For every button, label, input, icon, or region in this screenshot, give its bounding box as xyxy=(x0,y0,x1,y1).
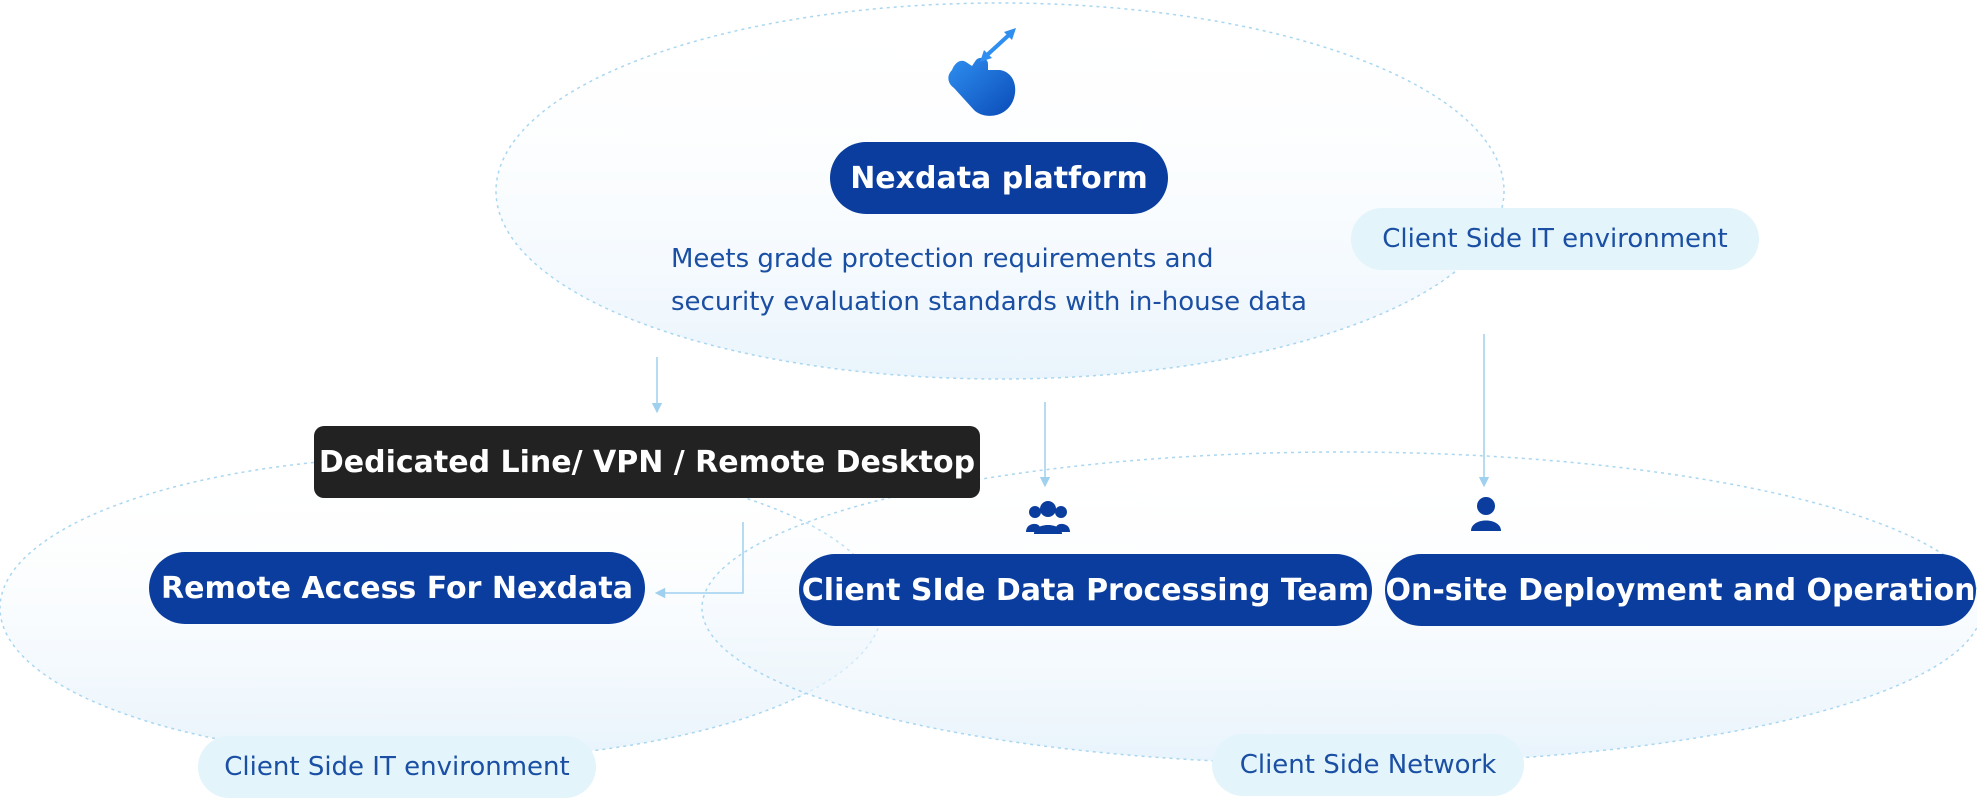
onsite-node: On-site Deployment and Operation xyxy=(1385,554,1976,626)
connection-label: Dedicated Line/ VPN / Remote Desktop xyxy=(314,426,980,498)
env-label-bottom-right: Client Side Network xyxy=(1212,734,1524,796)
platform-description: Meets grade protection requirements and … xyxy=(671,238,1307,324)
team-icon xyxy=(1026,501,1070,534)
env-label-bottom-left: Client Side IT environment xyxy=(198,736,596,798)
arrow-to-remote-access xyxy=(654,522,744,599)
person-icon xyxy=(1471,497,1501,531)
processing-team-node: Client SIde Data Processing Team xyxy=(799,554,1372,626)
remote-access-node: Remote Access For Nexdata xyxy=(149,552,645,624)
platform-title: Nexdata platform xyxy=(830,142,1168,214)
env-label-top-right: Client Side IT environment xyxy=(1351,208,1759,270)
platform-description-line2: security evaluation standards with in-ho… xyxy=(671,287,1307,317)
hand-pointer-icon xyxy=(948,28,1016,116)
platform-description-line1: Meets grade protection requirements and xyxy=(671,244,1214,274)
